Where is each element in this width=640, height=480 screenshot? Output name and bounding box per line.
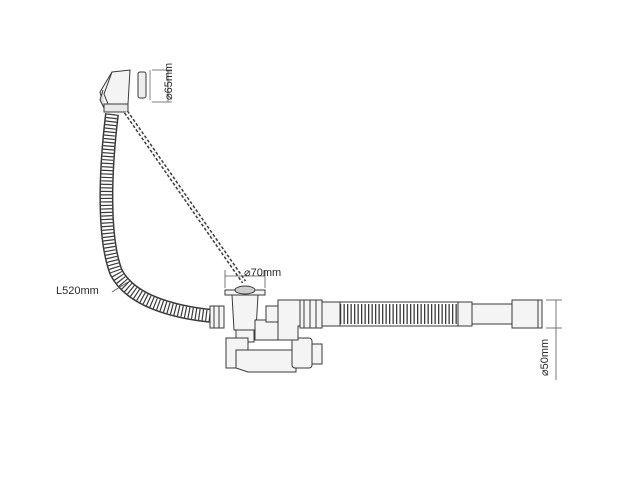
trap-outlet-elbow [277,299,323,341]
pipe-end-fitting [471,299,543,329]
overflow-connector [209,305,225,329]
overflow-diameter-label: ⌀65mm [163,62,175,100]
outlet-diameter-label: ⌀70mm [244,267,282,279]
hose-length-leader [111,281,129,293]
outlet-flange [224,285,266,343]
hose-length-label: L520mm [56,285,99,297]
overflow-dimension-line [152,69,172,103]
outlet-dimension-line [224,270,266,288]
overflow-head [99,69,131,113]
plug-chain [123,110,247,284]
overflow-cover-detail [137,70,151,100]
pipe-dimension-line [546,299,562,380]
flexible-waste-pipe [321,301,473,327]
pipe-diameter-label: ⌀50mm [539,338,551,376]
